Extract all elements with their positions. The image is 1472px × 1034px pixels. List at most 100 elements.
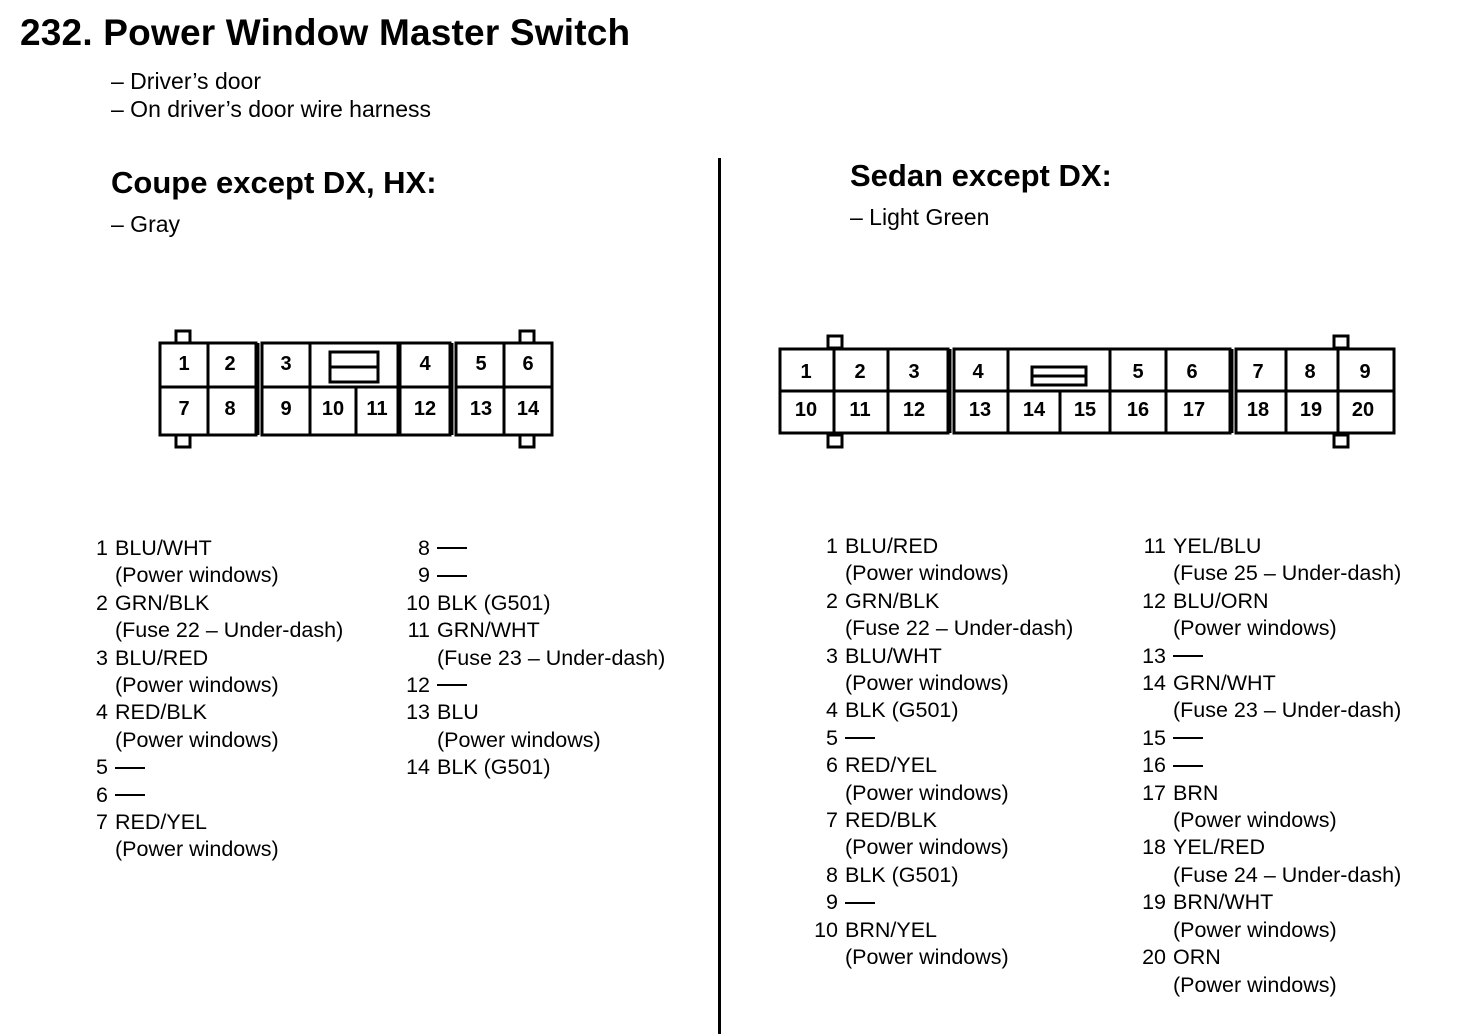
- column-divider: [718, 158, 721, 1034]
- pin-entry: 1 BLU/RED: [812, 533, 1073, 560]
- wire-color: YEL/RED: [1173, 835, 1266, 860]
- pin-number: 10: [406, 590, 430, 615]
- pin-number: 18: [1142, 835, 1166, 860]
- coupe-pin-label: 14: [516, 397, 540, 420]
- pin-number: 10: [814, 917, 838, 942]
- pin-entry: 19 BRN/WHT: [1140, 889, 1401, 916]
- page-title: 232. Power Window Master Switch: [20, 12, 631, 53]
- pin-number: 1: [96, 536, 108, 560]
- pin-number: 9: [826, 890, 838, 915]
- circuit-description: (Power windows): [845, 945, 1009, 970]
- circuit-description: (Power windows): [845, 561, 1009, 586]
- pin-entry: 12: [404, 672, 665, 699]
- wire-color: RED/YEL: [845, 753, 938, 778]
- coupe-heading: Coupe except DX, HX:: [111, 165, 437, 200]
- wire-color: RED/YEL: [115, 810, 208, 835]
- coupe-pin-label: 4: [419, 352, 431, 375]
- wire-color: BLU/RED: [845, 534, 939, 558]
- dash-line: [845, 737, 875, 740]
- wire-color: BLK (G501): [437, 590, 551, 615]
- pin-number: 11: [1143, 534, 1166, 558]
- wire-color: BRN/WHT: [1173, 890, 1274, 915]
- wire-color: GRN/WHT: [437, 618, 540, 643]
- pin-entry: 15: [1140, 725, 1401, 752]
- wire-color: GRN/WHT: [1173, 671, 1276, 696]
- coupe-pin-label: 8: [224, 397, 236, 420]
- subtitle-harness: – On driver’s door wire harness: [111, 96, 432, 122]
- pin-number: 4: [96, 700, 108, 725]
- pin-entry: 2 GRN/BLK: [82, 590, 343, 617]
- pin-entry: 18 YEL/RED: [1140, 834, 1401, 861]
- coupe-connector-diagram: 1 2 3 4 5 6 7 8 9 10 11 12 13 14: [150, 325, 560, 455]
- circuit-description: (Power windows): [1173, 917, 1337, 942]
- wire-color: RED/BLK: [115, 700, 208, 725]
- sedan-pin-label: 6: [1186, 360, 1198, 383]
- pin-number: 7: [96, 810, 108, 835]
- circuit-description: (Power windows): [845, 780, 1009, 805]
- unused-pin-dash: [115, 755, 145, 779]
- pin-entry: 10 BLK (G501): [404, 590, 665, 617]
- pin-number: 19: [1142, 890, 1166, 915]
- pin-number: 20: [1142, 945, 1166, 970]
- wire-color: GRN/BLK: [115, 590, 210, 615]
- dash-line: [437, 684, 467, 687]
- pin-entry: 16: [1140, 752, 1401, 779]
- sedan-pin-label: 20: [1351, 398, 1375, 421]
- pin-entry: 6: [82, 782, 343, 809]
- pin-number: 2: [96, 590, 108, 615]
- sedan-pin-label: 3: [908, 360, 920, 383]
- dash-line: [1173, 654, 1203, 657]
- sedan-pin-label: 13: [968, 398, 992, 421]
- coupe-pin-label: 2: [224, 352, 236, 375]
- circuit-description: (Fuse 22 – Under-dash): [115, 618, 344, 643]
- pin-number: 1: [826, 534, 838, 558]
- coupe-pin-label: 1: [178, 352, 190, 375]
- wire-color: RED/BLK: [845, 808, 938, 833]
- pin-number: 14: [1142, 671, 1166, 696]
- pin-number: 8: [826, 862, 838, 887]
- wire-color: BRN: [1173, 780, 1219, 805]
- sedan-color-note: – Light Green: [850, 204, 990, 230]
- circuit-description: (Power windows): [1173, 972, 1337, 997]
- pin-entry: 5: [812, 725, 1073, 752]
- coupe-pin-label: 7: [178, 397, 190, 420]
- sedan-pin-label: 9: [1359, 360, 1371, 383]
- sedan-connector-diagram: 1 2 3 4 5 6 7 8 9 10 11 12 13 14 15 16 1…: [770, 325, 1410, 455]
- circuit-description: (Fuse 23 – Under-dash): [1173, 698, 1402, 723]
- coupe-pin-label: 12: [413, 397, 437, 420]
- sedan-pin-label: 11: [849, 398, 871, 421]
- unused-pin-dash: [115, 783, 145, 807]
- circuit-description: (Fuse 25 – Under-dash): [1173, 561, 1402, 586]
- coupe-pin-label: 13: [469, 397, 493, 420]
- sedan-pin-label: 17: [1182, 398, 1206, 421]
- wire-color: BLK (G501): [845, 862, 959, 887]
- pin-number: 5: [826, 725, 838, 750]
- unused-pin-dash: [437, 536, 467, 560]
- wire-color: BLK (G501): [437, 755, 551, 780]
- pin-number: 16: [1142, 753, 1166, 778]
- circuit-description: (Power windows): [115, 563, 279, 588]
- unused-pin-dash: [1173, 753, 1203, 777]
- sedan-pin-label: 19: [1299, 398, 1323, 421]
- coupe-pin-label: 11: [366, 397, 388, 420]
- pin-entry: 14 GRN/WHT: [1140, 670, 1401, 697]
- wire-color: BLU/WHT: [845, 643, 942, 668]
- wire-color: BLK (G501): [845, 698, 959, 723]
- dash-line: [1173, 737, 1203, 740]
- sedan-pin-label: 1: [800, 360, 812, 383]
- coupe-connector-outline: [158, 329, 554, 449]
- pin-number: 4: [826, 698, 838, 723]
- pin-number: 17: [1142, 780, 1166, 805]
- pin-number: 9: [418, 563, 430, 588]
- wire-color: BLU/RED: [115, 645, 209, 670]
